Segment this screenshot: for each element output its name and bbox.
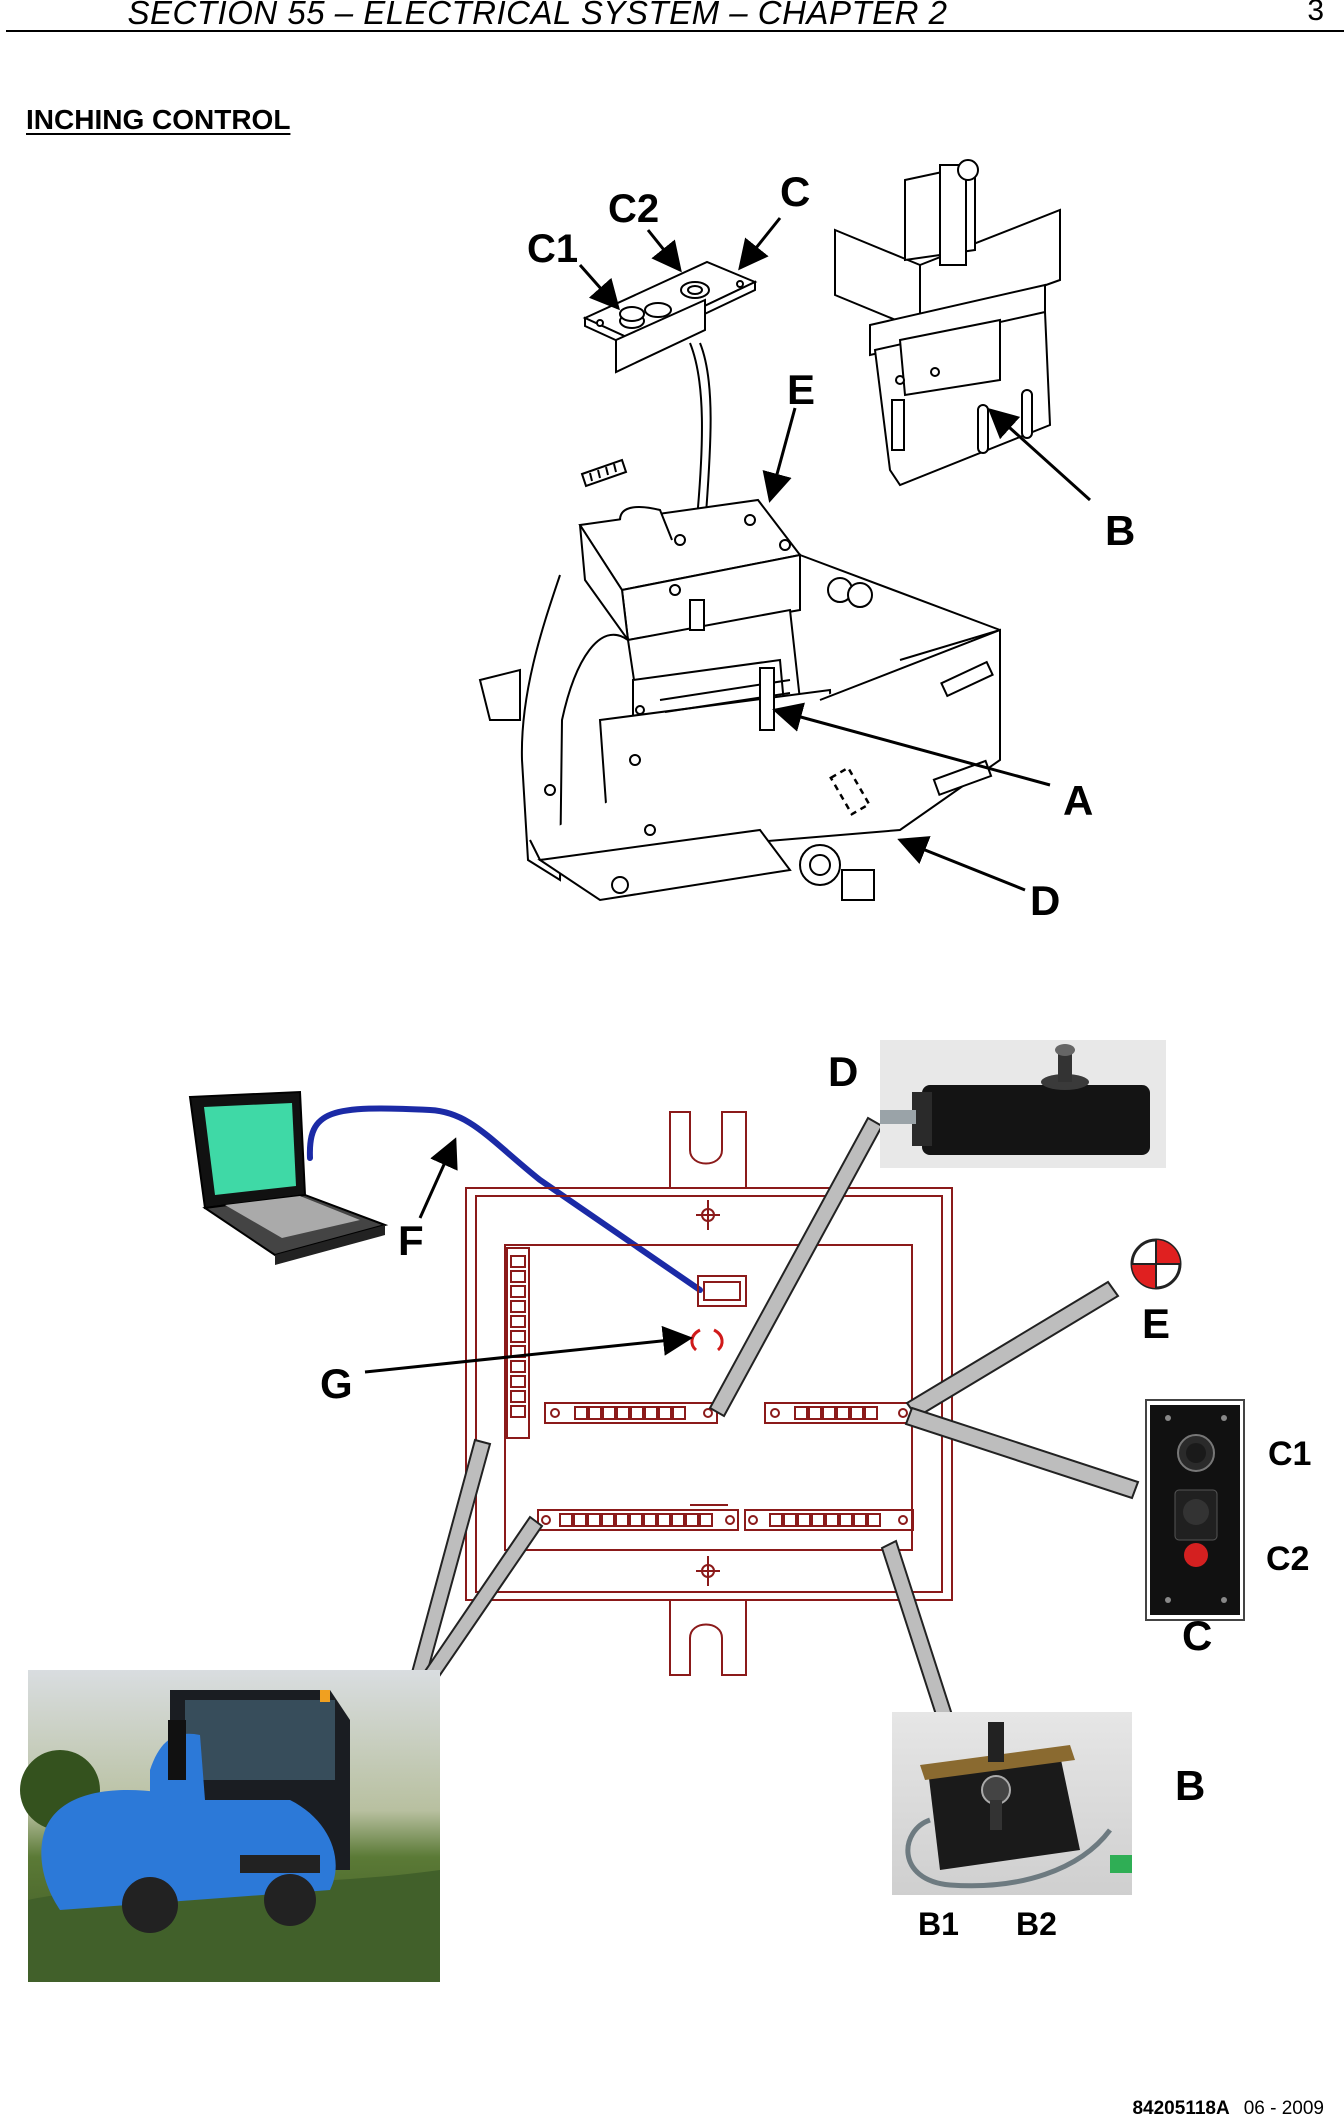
label-c-bottom: C (1182, 1612, 1212, 1659)
label-a: A (1063, 777, 1093, 824)
laptop-icon (188, 1090, 389, 1265)
page-number: 3 (1307, 0, 1324, 27)
control-cable (689, 342, 703, 541)
label-d-bottom: D (828, 1048, 858, 1095)
header-title: SECTION 55 – ELECTRICAL SYSTEM – CHAPTER… (127, 0, 948, 31)
terminal-strip-4 (744, 1509, 914, 1531)
label-f: F (398, 1217, 424, 1264)
section-title: INCHING CONTROL (26, 104, 291, 135)
footer-doc-code: 84205118A (1132, 2098, 1230, 2119)
label-d: D (1030, 877, 1060, 924)
connector-block (580, 458, 628, 488)
photo-joystick-b (892, 1712, 1132, 1895)
connector-pointers (402, 1116, 1140, 1726)
label-b: B (1105, 507, 1135, 554)
arrow-g (364, 1325, 693, 1374)
terminal-strip-1 (544, 1402, 718, 1424)
page-header: SECTION 55 – ELECTRICAL SYSTEM – CHAPTER… (0, 0, 1344, 40)
label-c2-bottom: C2 (1266, 1540, 1309, 1578)
label-c2: C2 (608, 187, 659, 231)
electrical-box (465, 1111, 953, 1676)
arrow-f (418, 1137, 458, 1219)
label-c1-bottom: C1 (1268, 1435, 1311, 1473)
label-e-bottom: E (1142, 1300, 1170, 1347)
header-rule (6, 30, 1344, 32)
target-icon (1130, 1238, 1182, 1290)
label-g: G (320, 1360, 353, 1407)
label-b-bottom: B (1175, 1762, 1205, 1809)
terminal-column (510, 1255, 526, 1418)
label-c1: C1 (527, 227, 578, 271)
label-c: C (780, 168, 810, 215)
control-cable-2 (699, 342, 712, 541)
control-plate (582, 260, 758, 374)
harvester-frame (478, 498, 1001, 902)
joystick-assembly (834, 159, 1061, 487)
top-callout-arrows (578, 217, 1092, 892)
footer-date: 06 - 2009 (1243, 2098, 1324, 2119)
sensor-d-outline (829, 766, 871, 816)
page-footer: 84205118A 06 - 2009 (1132, 2098, 1324, 2120)
terminal-strip-3 (537, 1504, 739, 1531)
label-e: E (787, 366, 815, 413)
label-b1: B1 (918, 1906, 959, 1942)
terminal-strip-2 (764, 1402, 914, 1424)
photo-sensor-d (880, 1040, 1166, 1168)
photo-control-panel-c (1145, 1399, 1245, 1621)
photo-harvester (20, 1670, 440, 1982)
label-b2: B2 (1016, 1906, 1057, 1942)
laptop-cable (306, 1105, 703, 1293)
